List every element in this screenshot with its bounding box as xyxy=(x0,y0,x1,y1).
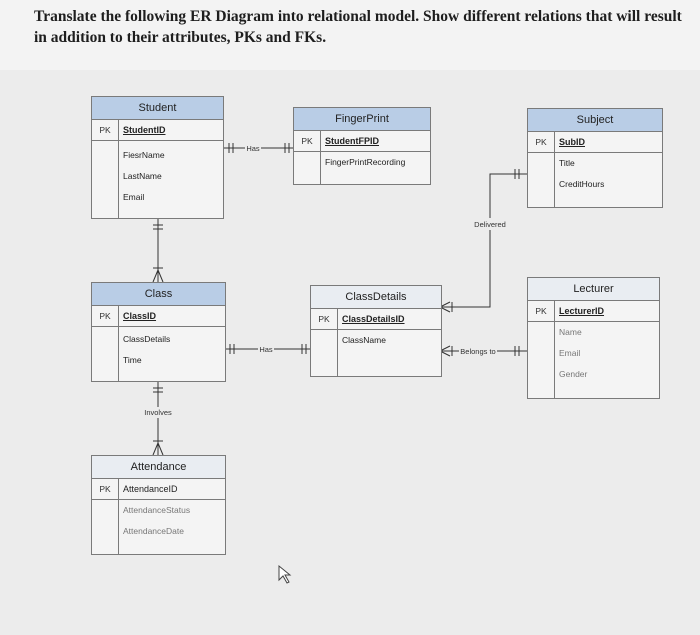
entity-title: ClassDetails xyxy=(311,286,441,309)
entity-title: Lecturer xyxy=(528,278,659,301)
rel-label-classdetails-subject: Delivered xyxy=(474,220,506,229)
entity-title: Student xyxy=(92,97,223,120)
attribute: Gender xyxy=(559,369,588,379)
pk-label: PK xyxy=(294,131,321,151)
entity-subject: Subject PK SubID Title CreditHours xyxy=(527,108,663,208)
attribute: Email xyxy=(559,348,581,358)
attribute: FiesrName xyxy=(123,150,165,160)
attribute: ClassDetails xyxy=(123,334,171,344)
line-classdetails-subject xyxy=(440,173,527,308)
entity-attendance: Attendance PK AttendanceID AttendanceStat… xyxy=(91,455,226,555)
pk-attribute: AttendanceID xyxy=(123,484,178,494)
pk-attribute: StudentID xyxy=(123,125,166,135)
attribute: AttendanceStatus xyxy=(123,505,191,515)
pk-attribute: ClassDetailsID xyxy=(342,314,405,324)
pk-attribute: ClassID xyxy=(123,311,157,321)
rel-label-class-classdetails: Has xyxy=(259,345,273,354)
attribute: AttendanceDate xyxy=(123,526,184,536)
pk-label: PK xyxy=(528,301,555,321)
pk-attribute: SubID xyxy=(559,137,585,147)
rel-label-student-fingerprint: Has xyxy=(246,144,260,153)
pk-label: PK xyxy=(92,306,119,326)
attribute: ClassName xyxy=(342,335,386,345)
entity-title: Attendance xyxy=(92,456,225,479)
rel-label-class-attendance: Involves xyxy=(144,408,172,417)
pk-label: PK xyxy=(528,132,555,152)
mouse-cursor-icon xyxy=(278,564,292,584)
attribute: Title xyxy=(559,158,575,168)
entity-lecturer: Lecturer PK LecturerID Name Email Gender xyxy=(527,277,660,399)
entity-classdetails: ClassDetails PK ClassDetailsID ClassName xyxy=(310,285,442,377)
entity-class: Class PK ClassID ClassDetails Time xyxy=(91,282,226,382)
pk-label: PK xyxy=(311,309,338,329)
attribute: Name xyxy=(559,327,582,337)
rel-label-classdetails-lecturer: Belongs to xyxy=(460,347,495,356)
entity-title: FingerPrint xyxy=(294,108,430,131)
pk-label: PK xyxy=(92,479,119,499)
attribute: CreditHours xyxy=(559,179,605,189)
entity-student: Student PK StudentID FiesrName LastName E… xyxy=(91,96,224,219)
pk-attribute: LecturerID xyxy=(559,306,605,316)
attribute: FingerPrintRecording xyxy=(325,157,406,167)
attribute: LastName xyxy=(123,171,162,181)
attribute: Email xyxy=(123,192,145,202)
pk-attribute: StudentFPID xyxy=(325,136,379,146)
entity-title: Subject xyxy=(528,109,662,132)
attribute: Time xyxy=(123,355,142,365)
question-text: Translate the following ER Diagram into … xyxy=(34,8,682,46)
entity-title: Class xyxy=(92,283,225,306)
pk-label: PK xyxy=(92,120,119,140)
entity-fingerprint: FingerPrint PK StudentFPID FingerPrintRec… xyxy=(293,107,431,185)
